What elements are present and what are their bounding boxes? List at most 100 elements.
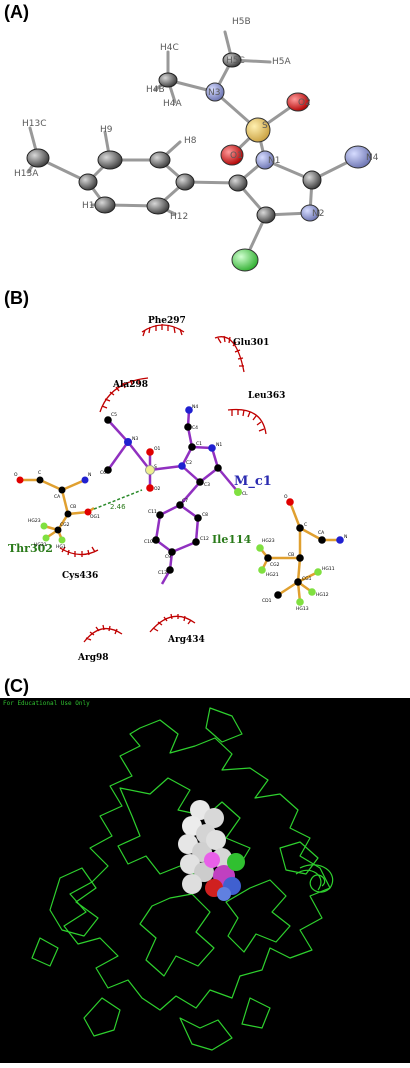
label-h4a: H4A [163,99,182,109]
residue-thr302: Thr302 [8,542,53,555]
residue-labels: Phe297 Glu301 Ala298 Leu363 Cys436 Arg43… [8,316,285,663]
lig-label-cl: CL [242,491,248,497]
atom-c1 [302,170,322,190]
atom-c10 [78,173,98,191]
lig-label-s: S [154,464,157,470]
ligand-name: M_c1 [234,474,272,489]
thr302-label-n: N [88,472,91,478]
residue-ala298: Ala298 [112,380,148,390]
protein-viewer[interactable]: For Educational Use Only [0,698,410,1063]
ortep-atoms [26,52,372,272]
lig-label-c12: C12 [200,536,209,542]
ligand-bonds [106,409,239,585]
lig-atom-o2 [146,484,154,492]
ile114-atom-c [296,524,304,532]
thr302-atom-n [81,476,89,484]
spacefill-atom [227,853,245,871]
lig-atom-c3 [196,478,204,486]
lig-atom-n1 [208,444,216,452]
lig-atom-c2 [214,464,222,472]
lig-label-n4: N4 [192,404,198,410]
arc-leu363 [227,408,267,435]
label-h4c: H4C [160,43,179,53]
lig-label-c4: C4 [192,425,198,431]
residue-arg434: Arg434 [167,635,205,645]
atom-c9 [97,150,123,170]
lig-atom-c8 [194,514,202,522]
atom-c5 [222,52,242,68]
spacefill-atom [182,874,202,894]
atom-c2 [256,206,276,224]
atom-c13 [26,148,50,168]
ile114-bonds [259,501,340,603]
lig-label-c8: C8 [202,512,208,518]
hydrogen-bond [93,489,143,510]
lig-label-c9: C9 [165,554,171,560]
panel-c-label: (C) [4,676,29,696]
ile114-label-cg2: CG2 [270,562,280,568]
lig-atom-c13 [166,566,174,574]
ile114-label-hg21: HG21 [266,572,279,578]
arc-glu301 [214,335,245,373]
ile114-atom-labels: O C CA N CB CG2 HG23 HG21 CG1 CD1 HG11 H… [262,494,347,612]
atom-s [245,117,271,143]
lig-label-c3: C3 [204,482,210,488]
ile114-atom-hg13 [296,598,304,606]
lig-atom-c9 [168,548,176,556]
ile114-label-c: C [304,522,307,528]
atom-c11 [94,196,116,214]
ile114-atoms [256,498,344,606]
label-o2: O2 [298,98,311,108]
lig-label-c5: C5 [111,412,117,418]
atom-n4 [344,145,372,169]
ligand-atom-labels: C5 N3 C6 S O1 O2 N4 C4 C1 N1 C2 C3 CL C7… [100,404,248,576]
atom-cl [231,248,259,272]
label-h5b: H5B [232,17,251,27]
ile114-label-hg23: HG23 [262,538,275,544]
ligand-spacefill [178,800,245,901]
ile114-atom-cd1 [274,591,282,599]
panel-b-label: (B) [4,288,29,308]
ile114-label-hg11: HG11 [322,566,335,572]
backbone-trace [31,707,334,1051]
atom-o2 [286,92,310,112]
ile114-atom-cb [296,554,304,562]
thr302-label-o: O [14,472,18,478]
lig-atom-c1 [188,443,196,451]
residue-ile114: Ile114 [212,533,252,546]
thr302-label-cb: CB [70,504,76,510]
lig-atom-o1 [146,448,154,456]
thr302-label-hg1: HG1 [56,544,66,550]
lig-label-c11: C11 [148,509,157,515]
atom-n2 [300,204,320,222]
thr302-label-hg23: HG23 [28,518,41,524]
arc-ala298 [99,377,149,413]
residue-glu301: Glu301 [233,338,269,348]
atom-n1 [255,150,275,170]
label-n2: N2 [312,209,324,219]
residue-leu363: Leu363 [248,391,285,401]
lig-atom-c5 [104,416,112,424]
lig-atom-n2 [178,462,186,470]
ile114-label-cb: CB [288,552,294,558]
arc-phe297 [141,324,185,337]
atom-c7 [175,173,195,191]
ile114-label-n: N [344,534,347,540]
atom-o1 [220,144,244,166]
residue-phe297: Phe297 [148,316,186,326]
atom-c8 [149,151,171,169]
arc-arg434 [149,613,196,633]
label-h5c: H5C [226,56,245,66]
lig-label-o1: O1 [154,446,161,452]
lig-label-n1: N1 [216,442,222,448]
thr302-atom-cb [64,510,72,518]
ile114-label-o: O [284,494,288,500]
lig-label-o2: O2 [154,486,161,492]
lig-atom-s [145,465,155,475]
thr302-atoms [16,476,92,544]
atom-c3 [228,174,248,192]
ile114-label-cd1: CD1 [262,598,272,604]
label-o1: O1 [230,151,243,161]
spacefill-atom [204,852,220,868]
hydrophobic-arcs [59,324,267,643]
